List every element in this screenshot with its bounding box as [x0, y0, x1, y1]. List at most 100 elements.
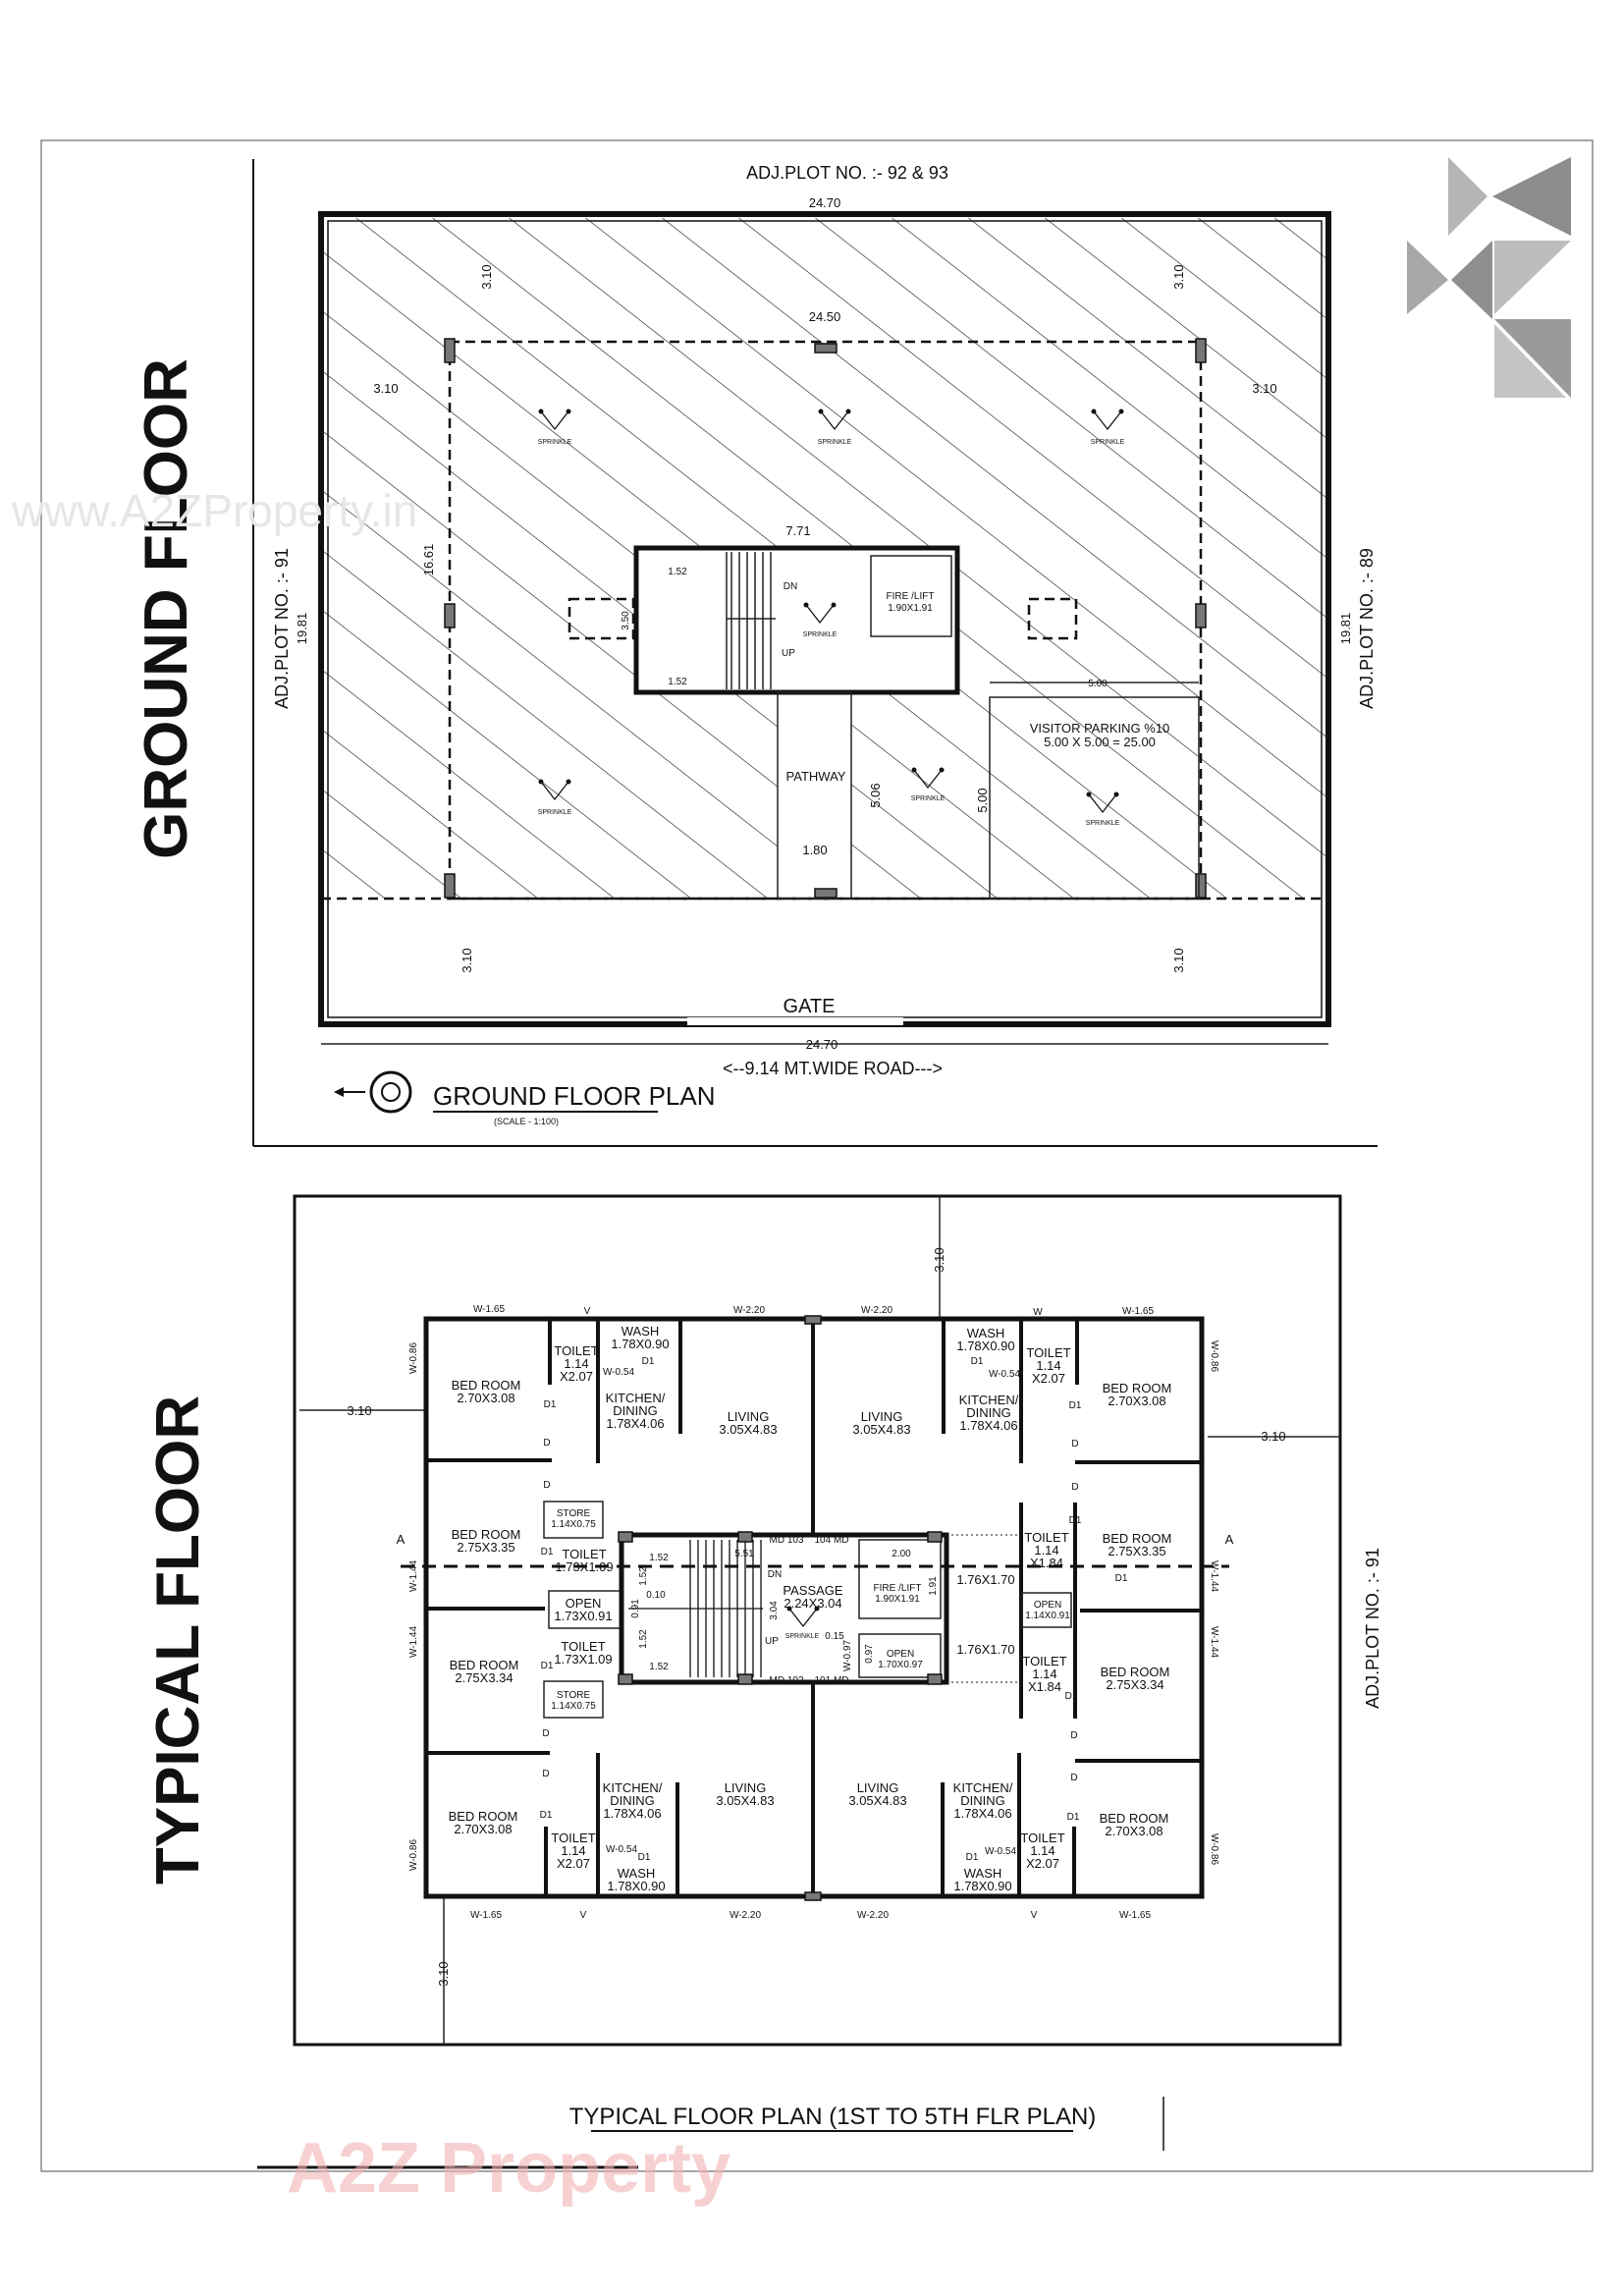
- stair-treads: [727, 552, 776, 689]
- svg-text:5.51: 5.51: [734, 1549, 754, 1559]
- svg-text:D1: D1: [1069, 1400, 1082, 1411]
- svg-text:0.91: 0.91: [630, 1599, 641, 1618]
- svg-text:SPRINKLE: SPRINKLE: [818, 439, 852, 446]
- svg-text:W-2.20: W-2.20: [733, 1305, 765, 1316]
- svg-text:W-0.54: W-0.54: [985, 1846, 1016, 1857]
- svg-text:SPRINKLE: SPRINKLE: [538, 439, 572, 446]
- svg-text:SPRINKLE: SPRINKLE: [911, 795, 946, 802]
- dimension-label: 3.10: [373, 381, 398, 396]
- svg-text:W-2.20: W-2.20: [861, 1305, 892, 1316]
- dimension-label: 1.52: [668, 567, 687, 577]
- watermark-brand: A2Z Property: [287, 2129, 730, 2208]
- fire-lift-shaft: [858, 1539, 942, 1619]
- fire-lift-label: FIRE /LIFT: [887, 591, 935, 602]
- adj-plot-right: ADJ.PLOT NO. :- 91: [1363, 1548, 1382, 1709]
- svg-text:D1: D1: [540, 1810, 553, 1821]
- svg-text:D: D: [1071, 1439, 1078, 1449]
- stair-treads: [628, 1540, 763, 1677]
- svg-text:1.76X1.70: 1.76X1.70: [956, 1642, 1014, 1657]
- svg-text:W-2.20: W-2.20: [857, 1910, 889, 1921]
- svg-text:MD 102: MD 102: [769, 1675, 803, 1686]
- dimension-label: 1.80: [802, 843, 827, 857]
- ground-floor-plan: ADJ.PLOT NO. :- 92 & 93 24.70 24.50 3.10…: [272, 163, 1377, 1126]
- dimension-label: 3.10: [436, 1961, 451, 1986]
- dimension-label: 3.10: [932, 1247, 946, 1272]
- adj-plot-left: ADJ.PLOT NO. :- 91: [272, 548, 292, 709]
- section-mark-right: A: [1225, 1532, 1234, 1547]
- core-labels: MD 103 104 MD MD 102 101 MD 1.52 1.52 0.…: [630, 1535, 1015, 1686]
- svg-text:W-1.65: W-1.65: [473, 1304, 505, 1315]
- svg-text:D: D: [1071, 1482, 1078, 1493]
- dimension-label: 3.10: [460, 948, 474, 972]
- dimension-label: 3.10: [347, 1403, 371, 1418]
- svg-text:D1: D1: [642, 1356, 655, 1367]
- door-labels: D1 D1 D1 D D D1 D D D1 D1 D1 D1 D1 D D D…: [540, 1356, 1128, 1863]
- window-labels: W-1.65 V W-2.20 W-2.20 W W-1.65 W-0.86 W…: [408, 1304, 1219, 1921]
- interior-walls: [426, 1319, 1202, 1896]
- svg-text:1.91: 1.91: [928, 1576, 939, 1596]
- section-mark-left: A: [397, 1532, 406, 1547]
- gate-label: GATE: [784, 996, 836, 1017]
- scale-label: (SCALE - 1:100): [494, 1117, 559, 1126]
- svg-text:104 MD: 104 MD: [814, 1535, 848, 1546]
- dimension-label: 3.10: [1171, 948, 1186, 972]
- dimension-label: 19.81: [295, 613, 309, 645]
- typical-floor-side-title: TYPICAL FLOOR: [144, 1395, 212, 1885]
- svg-text:D: D: [542, 1728, 549, 1739]
- dimension-label: 16.61: [421, 544, 436, 576]
- svg-text:1.52: 1.52: [638, 1566, 649, 1586]
- svg-text:W-1.44: W-1.44: [408, 1626, 419, 1658]
- svg-text:D: D: [542, 1769, 549, 1779]
- brand-logo-icon: [1407, 157, 1571, 398]
- svg-text:W-0.86: W-0.86: [408, 1839, 419, 1871]
- ground-floor-side-title: GROUND FLOOR: [133, 358, 200, 859]
- svg-text:1.52: 1.52: [649, 1662, 669, 1672]
- svg-text:W-1.65: W-1.65: [470, 1910, 502, 1921]
- watermark-url: www.A2ZProperty.in: [11, 485, 417, 536]
- svg-text:SPRINKLE: SPRINKLE: [785, 1633, 820, 1640]
- pathway-label: PATHWAY: [786, 769, 846, 784]
- dimension-label: 3.50: [621, 611, 631, 630]
- stair-dn-label: DN: [784, 581, 797, 592]
- typical-floor-plan-title: TYPICAL FLOOR PLAN (1ST TO 5TH FLR PLAN): [569, 2104, 1097, 2130]
- svg-text:D1: D1: [638, 1852, 651, 1863]
- typical-floor-plan: 3.10 3.10 3.10 3.10 ADJ.PLOT NO. :- 91: [293, 1194, 1382, 2151]
- svg-text:W-0.54: W-0.54: [606, 1844, 637, 1855]
- svg-text:D: D: [1070, 1773, 1077, 1783]
- pathway: [777, 691, 852, 900]
- svg-text:D: D: [1070, 1730, 1077, 1741]
- dimension-label: 24.70: [809, 195, 841, 210]
- dimension-label: 24.70: [806, 1037, 838, 1052]
- svg-text:D1: D1: [1115, 1573, 1128, 1584]
- svg-text:2.00: 2.00: [892, 1549, 911, 1559]
- dimension-label: 3.10: [1261, 1429, 1285, 1444]
- svg-text:SPRINKLE: SPRINKLE: [538, 809, 572, 816]
- svg-text:D1: D1: [541, 1547, 554, 1558]
- svg-text:D1: D1: [1069, 1515, 1082, 1526]
- svg-text:DN: DN: [768, 1569, 782, 1580]
- dimension-label: 3.10: [1252, 381, 1276, 396]
- sheet-border: [40, 139, 1594, 2172]
- svg-text:D1: D1: [971, 1356, 984, 1367]
- svg-text:W-1.44: W-1.44: [408, 1560, 419, 1592]
